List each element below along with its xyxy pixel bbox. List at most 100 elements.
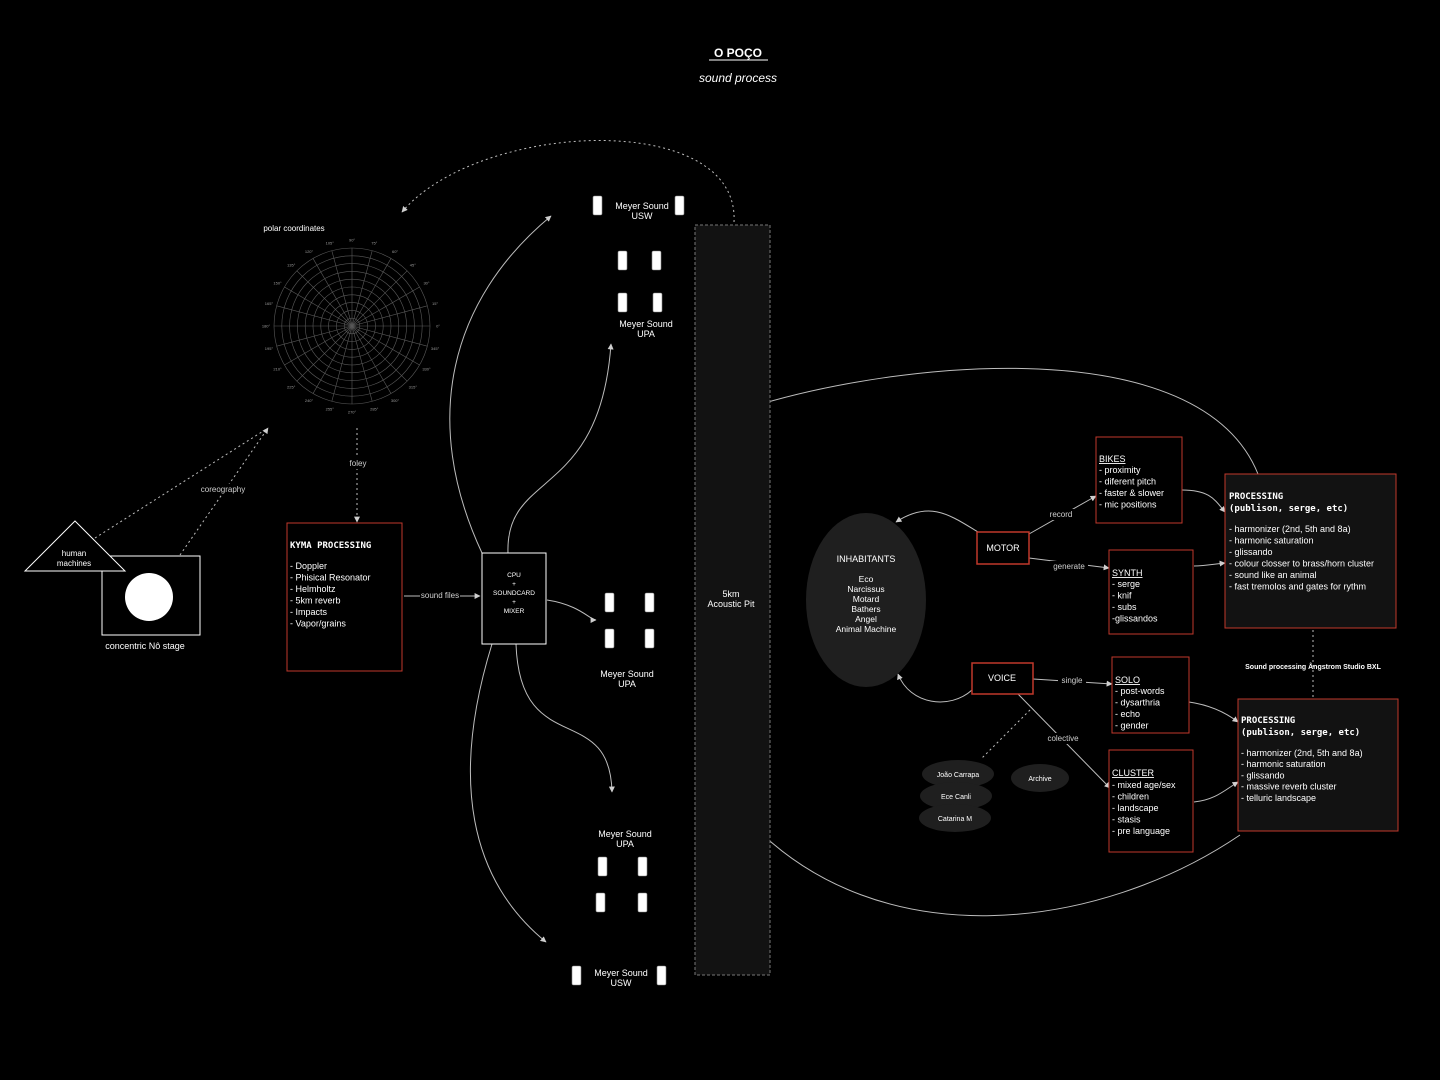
processing-bottom-item: - telluric landscape bbox=[1241, 793, 1316, 803]
label-foley: foley bbox=[350, 459, 367, 468]
edge-synth-to-processing bbox=[1193, 560, 1226, 567]
bikes-items: - proximity - diferent pitch- faster & sl… bbox=[1099, 465, 1164, 510]
synth-item: -glissandos bbox=[1112, 614, 1158, 624]
edge-cpu-upa-low bbox=[515, 643, 615, 793]
solo-item: - echo bbox=[1115, 709, 1140, 719]
studio-label: Sound processing Ångstrom Studio BXL bbox=[1245, 662, 1381, 671]
kyma-title: KYMA PROCESSING bbox=[290, 541, 371, 551]
speaker-icon bbox=[637, 892, 648, 913]
cpu-line: CPU bbox=[507, 572, 521, 579]
processing-bottom-item: - massive reverb cluster bbox=[1241, 782, 1337, 792]
speaker-icon bbox=[617, 250, 628, 271]
arc-pit-to-polar bbox=[401, 140, 735, 223]
speaker-icon bbox=[604, 628, 615, 649]
polar-spoke bbox=[351, 250, 373, 327]
motor-label: MOTOR bbox=[986, 543, 1020, 553]
processing-bottom-box: PROCESSING(publison, serge, etc) - harmo… bbox=[1237, 698, 1399, 832]
edge-processing-bottom-to-pit bbox=[747, 819, 1241, 917]
inhabitants-title: INHABITANTS bbox=[837, 554, 896, 564]
processing-top-box: PROCESSING(publison, serge, etc) - harmo… bbox=[1224, 473, 1397, 629]
bikes-item: - diferent pitch bbox=[1099, 477, 1156, 487]
cluster-item: - mixed age/sex bbox=[1112, 780, 1176, 790]
cpu-line: + bbox=[512, 581, 516, 588]
label-single: single bbox=[1062, 676, 1083, 685]
processing-top-item: - sound like an animal bbox=[1229, 570, 1317, 580]
motor-box: MOTOR bbox=[976, 531, 1030, 565]
cluster-item: - children bbox=[1112, 792, 1149, 802]
polar-tick-label: 75° bbox=[371, 240, 377, 245]
polar-tick-label: 330° bbox=[422, 367, 431, 372]
inhabitant-item: Angel bbox=[855, 614, 877, 624]
edge-coreography-1 bbox=[94, 427, 269, 539]
polar-chart: polar coordinates 90°75°60°45°30°15°0°34… bbox=[262, 224, 440, 415]
cpu-line: MIXER bbox=[504, 608, 525, 615]
polar-spoke bbox=[284, 286, 353, 327]
bikes-item: - faster & slower bbox=[1099, 488, 1164, 498]
edge-voice-to-people bbox=[981, 709, 1031, 759]
synth-item: - subs bbox=[1112, 602, 1137, 612]
kyma-items: - Doppler- Phisical Resonator- Helmholtz… bbox=[290, 561, 371, 629]
solo-box: SOLO - post-words- dysarthria- echo- gen… bbox=[1111, 656, 1190, 734]
polar-tick-label: 150° bbox=[273, 281, 282, 286]
kyma-item: - Impacts bbox=[290, 607, 328, 617]
cluster-item: - landscape bbox=[1112, 803, 1159, 813]
edge-labels: coreography foley sound files record gen… bbox=[198, 458, 1088, 744]
concentric-stage-circle bbox=[125, 573, 173, 621]
polar-tick-label: 300° bbox=[391, 398, 400, 403]
polar-spoke bbox=[276, 305, 353, 327]
kyma-item: - Phisical Resonator bbox=[290, 573, 371, 583]
cluster-item: - stasis bbox=[1112, 815, 1141, 825]
inhabitant-item: Bathers bbox=[851, 604, 880, 614]
polar-tick-label: 270° bbox=[348, 410, 357, 415]
polar-spoke bbox=[331, 325, 353, 402]
polar-spoke bbox=[351, 325, 428, 347]
processing-top-item: - glissando bbox=[1229, 547, 1273, 557]
cluster-title: CLUSTER bbox=[1112, 768, 1155, 778]
synth-box: SYNTH - serge- knif- subs-glissandos bbox=[1108, 549, 1194, 635]
person-ellipse bbox=[922, 760, 994, 788]
polar-tick-label: 30° bbox=[423, 281, 429, 286]
edge-cpu-upa-top bbox=[507, 343, 614, 554]
edge-motor-to-inhabitants bbox=[895, 510, 979, 533]
speaker-icon bbox=[674, 195, 685, 216]
edge-solo-to-processing bbox=[1188, 701, 1239, 723]
polar-tick-label: 315° bbox=[409, 384, 418, 389]
polar-tick-label: 45° bbox=[410, 263, 416, 268]
speaker-icon bbox=[604, 592, 615, 613]
polar-spoke bbox=[331, 250, 353, 327]
processing-top-title: PROCESSING(publison, serge, etc) bbox=[1229, 492, 1348, 514]
inhabitants-ellipse: INHABITANTS EcoNarcissusMotardBathersAng… bbox=[806, 513, 926, 687]
label-colective: colective bbox=[1047, 734, 1079, 743]
person-label: Catarina M bbox=[938, 816, 972, 823]
polar-spoke bbox=[312, 258, 353, 327]
polar-spoke bbox=[351, 270, 408, 327]
polar-tick-label: 345° bbox=[431, 346, 440, 351]
processing-bottom-item: - harmonizer (2nd, 5th and 8a) bbox=[1241, 748, 1363, 758]
bikes-item: - proximity bbox=[1099, 465, 1141, 475]
cpu-line: SOUNDCARD bbox=[493, 590, 535, 597]
polar-label: polar coordinates bbox=[263, 224, 324, 233]
polar-tick-label: 165° bbox=[265, 301, 274, 306]
speaker-icons bbox=[571, 195, 685, 986]
voice-label: VOICE bbox=[988, 673, 1016, 683]
processing-top-item: - fast tremolos and gates for rythm bbox=[1229, 582, 1366, 592]
diagram-title: O POÇO bbox=[714, 46, 762, 60]
polar-tick-label: 240° bbox=[305, 398, 314, 403]
solo-item: - post-words bbox=[1115, 686, 1165, 696]
cpu-lines: CPU+SOUNDCARD+MIXER bbox=[493, 572, 535, 615]
edge-cpu-upa-mid bbox=[546, 599, 597, 623]
cpu-box: CPU+SOUNDCARD+MIXER bbox=[481, 552, 547, 645]
concentric-stage-label: concentric Nô stage bbox=[105, 641, 185, 651]
polar-tick-label: 15° bbox=[432, 301, 438, 306]
synth-item: - serge bbox=[1112, 579, 1140, 589]
polar-spoke bbox=[296, 325, 353, 382]
